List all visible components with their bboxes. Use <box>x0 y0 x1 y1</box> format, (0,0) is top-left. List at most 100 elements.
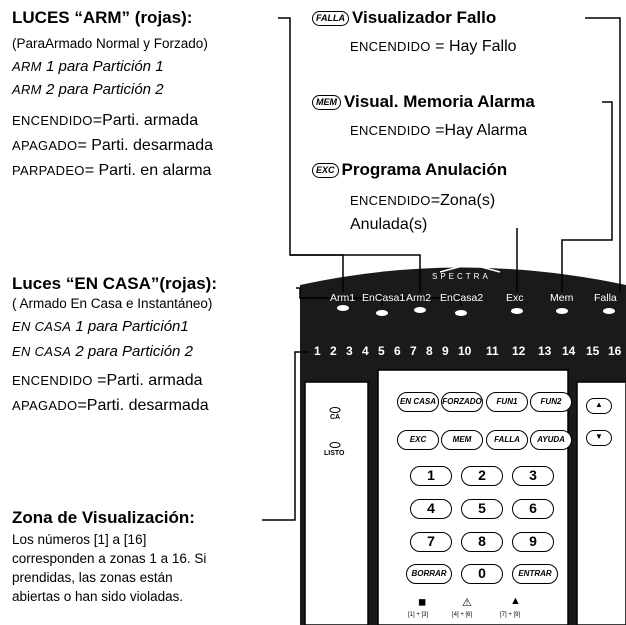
mem-on: ENCENDIDO =Hay Alarma <box>350 122 528 139</box>
arm-on: ENCENDIDO=Parti. armada <box>12 112 199 129</box>
panic-police-icon[interactable]: ◼ <box>418 597 427 608</box>
zone-number-11: 11 <box>486 344 499 358</box>
key-3[interactable]: 3 <box>512 466 554 486</box>
led-ca <box>329 407 341 413</box>
encasa-line1: EN CASA 1 para Partición1 <box>12 318 189 335</box>
key-7[interactable]: 7 <box>410 532 452 552</box>
leader-mem <box>561 101 613 292</box>
zone-number-2: 2 <box>330 344 337 358</box>
key-exc[interactable]: EXC <box>397 430 439 450</box>
keypad-left-panel <box>304 381 369 625</box>
key-5[interactable]: 5 <box>461 499 503 519</box>
encasa-line2: EN CASA 2 para Partición 2 <box>12 343 193 360</box>
led-mem <box>556 308 568 314</box>
panic-fire-combo: [7] + [9] <box>500 612 521 618</box>
key-entrar[interactable]: ENTRAR <box>512 564 558 584</box>
arm-line1: ARM 1 para Partición 1 <box>12 58 164 75</box>
leader-zone <box>262 351 310 521</box>
indicator-encasa2: EnCasa2 <box>440 292 484 304</box>
mem-badge-icon: MEM <box>312 95 341 111</box>
indicator-arm2: Arm2 <box>406 292 432 304</box>
led-arm2 <box>414 307 426 313</box>
led-falla <box>603 308 615 314</box>
encasa-on: ENCENDIDO =Parti. armada <box>12 372 203 389</box>
leader-falla <box>585 17 621 292</box>
leader-encasa2 <box>300 297 462 306</box>
leader-lines <box>262 17 621 521</box>
scroll-up-arrow-icon[interactable]: ▲ <box>586 398 612 414</box>
led-encasa1 <box>376 310 388 316</box>
zone-number-1: 1 <box>314 344 321 358</box>
led-listo <box>329 442 341 448</box>
key-en-casa[interactable]: EN CASA <box>397 392 439 412</box>
keypad-right-panel <box>576 381 626 625</box>
zone-number-4: 4 <box>362 344 369 358</box>
panic-medical-icon[interactable]: ⚠ <box>462 597 472 609</box>
zone-number-15: 15 <box>586 344 600 358</box>
key-1[interactable]: 1 <box>410 466 452 486</box>
led-exc <box>511 308 523 314</box>
zone-number-5: 5 <box>378 344 385 358</box>
panic-medical-combo: [4] + [6] <box>452 612 473 618</box>
zone-line-3: prendidas, las zonas están <box>12 570 173 585</box>
indicator-falla: Falla <box>594 292 617 304</box>
exc-on: ENCENDIDO=Zona(s) <box>350 192 496 209</box>
key-borrar[interactable]: BORRAR <box>406 564 452 584</box>
key-fun2[interactable]: FUN2 <box>530 392 572 412</box>
key-6[interactable]: 6 <box>512 499 554 519</box>
zone-number-9: 9 <box>442 344 449 358</box>
encasa-subtitle: ( Armado En Casa e Instantáneo) <box>12 296 213 311</box>
zone-number-12: 12 <box>512 344 526 358</box>
arm-line2: ARM 2 para Partición 2 <box>12 81 164 98</box>
arm-off: APAGADO= Parti. desarmada <box>12 137 214 154</box>
brand-label: SPECTRA <box>432 272 491 281</box>
zone-line-4: abiertas o han sido violadas. <box>12 589 184 604</box>
key-ayuda[interactable]: AYUDA <box>530 430 572 450</box>
zone-number-8: 8 <box>426 344 433 358</box>
key-2[interactable]: 2 <box>461 466 503 486</box>
led-encasa2 <box>455 310 467 316</box>
key-0[interactable]: 0 <box>461 564 503 584</box>
indicator-exc: Exc <box>506 292 524 304</box>
key-mem[interactable]: MEM <box>441 430 483 450</box>
key-fun1[interactable]: FUN1 <box>486 392 528 412</box>
zone-number-14: 14 <box>562 344 576 358</box>
key-4[interactable]: 4 <box>410 499 452 519</box>
exc-badge-icon: EXC <box>312 163 339 179</box>
key-falla[interactable]: FALLA <box>486 430 528 450</box>
arm-subtitle: (ParaArmado Normal y Forzado) <box>12 36 208 51</box>
zone-line-2: corresponden a zonas 1 a 16. Si <box>12 551 207 566</box>
zone-title: Zona de Visualización: <box>12 508 195 527</box>
leader-arm <box>278 17 344 292</box>
falla-badge-icon: FALLA <box>312 11 349 27</box>
leader-arm2 <box>290 254 421 292</box>
key-8[interactable]: 8 <box>461 532 503 552</box>
exc-line2: Anulada(s) <box>350 216 428 233</box>
indicator-mem: Mem <box>550 292 574 304</box>
status-ca-label: CA <box>330 414 341 421</box>
led-arm1 <box>337 305 349 311</box>
indicator-encasa1: EnCasa1 <box>362 292 406 304</box>
keypad-chevron <box>439 263 501 273</box>
encasa-off: APAGADO=Parti. desarmada <box>12 397 209 414</box>
zone-number-10: 10 <box>458 344 472 358</box>
scroll-down-arrow-icon[interactable]: ▼ <box>586 430 612 446</box>
arm-blink: PARPADEO= Parti. en alarma <box>12 162 212 179</box>
zone-line-1: Los números [1] a [16] <box>12 532 147 547</box>
zone-number-16: 16 <box>608 344 622 358</box>
zone-number-3: 3 <box>346 344 353 358</box>
keypad-top-band <box>300 267 626 372</box>
status-listo-label: LISTO <box>324 450 345 457</box>
zone-number-13: 13 <box>538 344 552 358</box>
zone-number-7: 7 <box>410 344 417 358</box>
indicator-arm1: Arm1 <box>330 292 356 304</box>
key-forzado[interactable]: FORZADO <box>441 392 483 412</box>
panic-fire-icon[interactable]: ▲ <box>510 595 521 607</box>
key-9[interactable]: 9 <box>512 532 554 552</box>
panic-police-combo: [1] + [3] <box>408 612 429 618</box>
zone-number-6: 6 <box>394 344 401 358</box>
encasa-title: Luces “EN CASA”(rojas): <box>12 274 217 293</box>
